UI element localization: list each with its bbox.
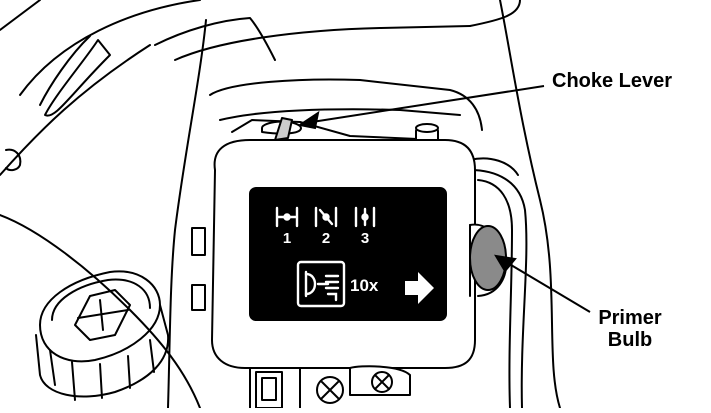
choke-position-icon [275,206,299,228]
choke-position-icon [314,206,338,228]
primer-leader-line [494,254,591,313]
choke-prime-decal: 1 2 3 10x [249,187,447,321]
primer-bulb-label-line1: Primer [598,307,662,329]
primer-bulb-label: Primer Bulb [592,307,668,351]
primer-bulb-label-line2: Bulb [607,329,653,351]
top-cover [209,78,483,141]
fuel-lines [469,157,528,409]
choke-position-icon [354,206,376,228]
fuel-cap [35,270,170,401]
position-1-label: 1 [283,230,291,247]
choke-lever-label: Choke Lever [552,70,673,92]
choke-leader-line [297,85,545,130]
arrow-right-icon [405,272,434,304]
lower-fittings [249,365,411,409]
primer-press-hand-icon [296,260,346,308]
position-2-label: 2 [322,230,330,247]
position-3-label: 3 [361,230,369,247]
prime-count-label: 10x [350,276,379,295]
engine-housing-outline [0,0,561,409]
